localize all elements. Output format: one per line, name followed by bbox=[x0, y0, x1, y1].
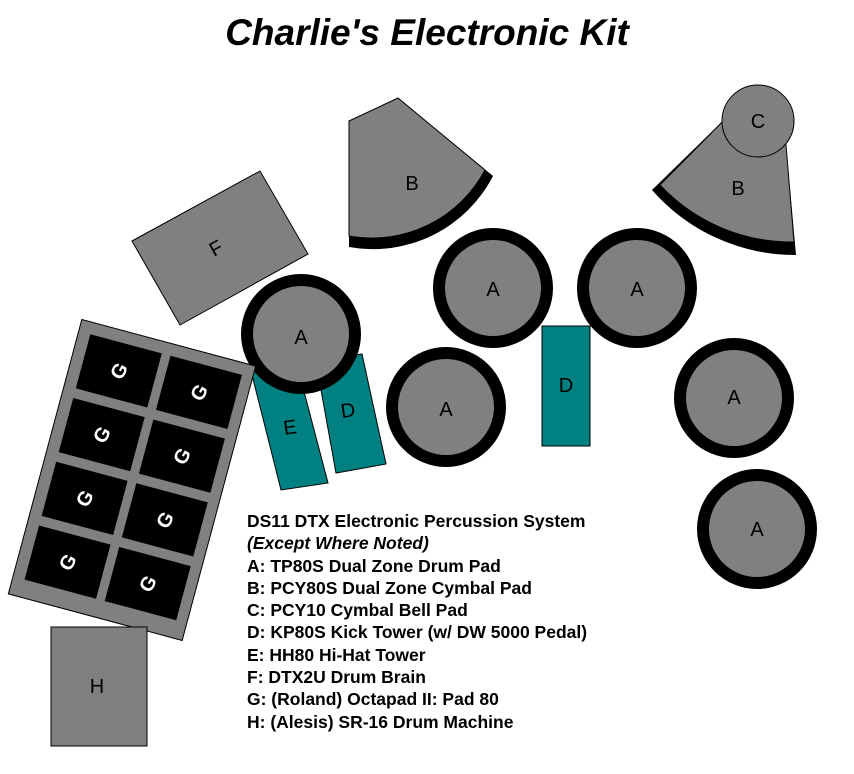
drum-pad-a-3: A bbox=[577, 228, 697, 348]
legend-item: G: (Roland) Octapad II: Pad 80 bbox=[247, 689, 499, 710]
drum-brain-f: F bbox=[131, 170, 309, 326]
kick-tower-d-center: D bbox=[541, 325, 591, 447]
legend: DS11 DTX Electronic Percussion System (E… bbox=[247, 510, 587, 733]
kick-tower-d-left-label: D bbox=[339, 399, 356, 423]
bell-pad-c: C bbox=[721, 84, 795, 158]
legend-item: A: TP80S Dual Zone Drum Pad bbox=[247, 555, 501, 576]
legend-item: E: HH80 Hi-Hat Tower bbox=[247, 644, 426, 665]
legend-item: B: PCY80S Dual Zone Cymbal Pad bbox=[247, 577, 532, 598]
drum-pad-a-5: A bbox=[674, 338, 794, 458]
octapad-g: G G G G G G G G bbox=[7, 318, 257, 642]
kick-tower-d-center-label: D bbox=[559, 375, 573, 397]
drum-pad-a-6: A bbox=[697, 469, 817, 589]
drum-pad-a-5-label: A bbox=[727, 387, 741, 409]
drum-pad-a-2: A bbox=[433, 228, 553, 348]
legend-heading: DS11 DTX Electronic Percussion System bbox=[247, 511, 586, 531]
drum-pad-a-4: A bbox=[386, 347, 506, 467]
legend-item: F: DTX2U Drum Brain bbox=[247, 667, 426, 688]
drum-pad-a-3-label: A bbox=[630, 279, 644, 301]
cymbal-pad-b-left: B bbox=[348, 97, 493, 250]
legend-item: C: PCY10 Cymbal Bell Pad bbox=[247, 600, 468, 621]
octapad-pad-8: G bbox=[104, 546, 191, 621]
drum-pad-a-1-label: A bbox=[294, 327, 308, 349]
octapad-pad-2: G bbox=[155, 355, 242, 429]
hihat-tower-e-label: E bbox=[282, 416, 298, 440]
octapad-pad-6: G bbox=[121, 483, 208, 557]
octapad-pad-1: G bbox=[75, 334, 162, 408]
drum-pad-a-4-label: A bbox=[439, 399, 453, 421]
drum-pad-a-1: A bbox=[241, 274, 361, 394]
legend-subheading: (Except Where Noted) bbox=[247, 533, 429, 554]
legend-item: H: (Alesis) SR-16 Drum Machine bbox=[247, 711, 514, 732]
cymbal-pad-b-left-label: B bbox=[405, 173, 418, 195]
hihat-tower-e: E bbox=[249, 360, 329, 491]
legend-item: D: KP80S Kick Tower (w/ DW 5000 Pedal) bbox=[247, 622, 588, 643]
drum-pad-a-2-label: A bbox=[486, 279, 500, 301]
octapad-pad-5: G bbox=[41, 461, 128, 535]
bell-pad-c-label: C bbox=[751, 111, 765, 133]
drum-machine-h-label: H bbox=[90, 676, 104, 698]
cymbal-pad-b-right-label: B bbox=[731, 178, 744, 200]
diagram-title: Charlie's Electronic Kit bbox=[225, 12, 629, 53]
drum-machine-h: H bbox=[50, 626, 148, 747]
octapad-pad-4: G bbox=[138, 419, 225, 493]
octapad-pad-7: G bbox=[24, 525, 111, 599]
octapad-pad-3: G bbox=[58, 397, 145, 472]
drum-pad-a-6-label: A bbox=[750, 519, 764, 541]
